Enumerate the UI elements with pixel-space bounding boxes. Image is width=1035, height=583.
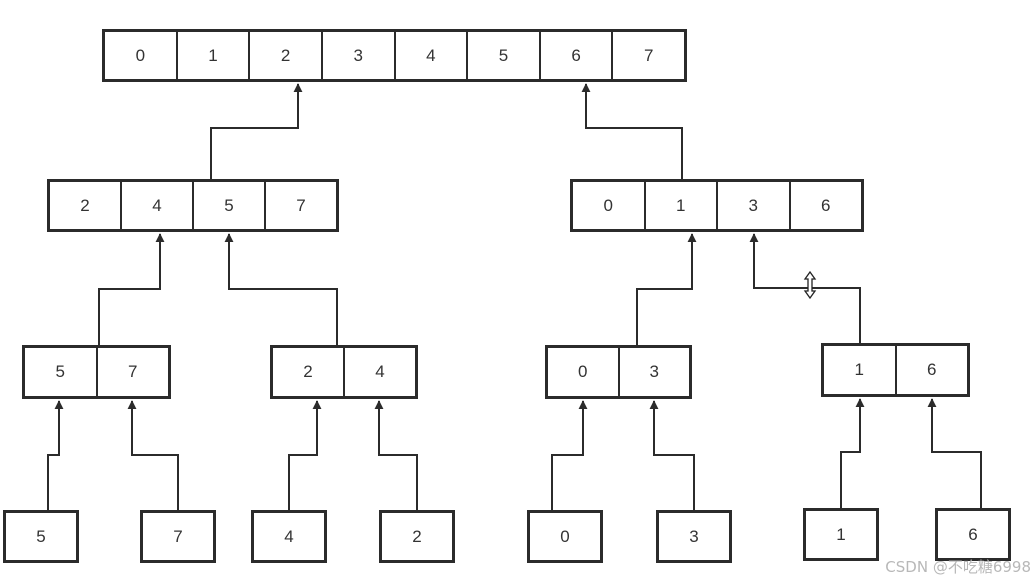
- level2-array: 2 4: [270, 345, 418, 399]
- leaf-box: 7: [140, 510, 216, 563]
- connector-arrow: [47, 400, 64, 510]
- level1-array-right: 0 1 3 6: [570, 179, 864, 232]
- array-cell: 7: [173, 526, 183, 546]
- array-cell: 4: [343, 348, 415, 396]
- leaf-box: 6: [935, 508, 1011, 561]
- connector-arrow: [98, 233, 165, 345]
- array-cell: 5: [192, 182, 264, 229]
- array-cell: 1: [836, 524, 846, 544]
- connector-arrow: [551, 400, 588, 510]
- array-cell: 5: [466, 32, 539, 79]
- connector-arrow: [581, 83, 683, 179]
- connector-arrow: [649, 400, 695, 510]
- connector-arrow: [636, 233, 697, 345]
- root-array: 0 1 2 3 4 5 6 7: [102, 29, 687, 82]
- leaf-box: 4: [251, 510, 327, 563]
- watermark: CSDN @不吃糖6998: [885, 558, 1031, 576]
- array-cell: 0: [135, 45, 146, 65]
- connector-arrow: [927, 398, 982, 508]
- array-cell: 3: [689, 526, 699, 546]
- array-cell: 6: [968, 524, 978, 544]
- array-cell: 5: [36, 526, 46, 546]
- array-cell: 0: [560, 526, 570, 546]
- level2-array: 5 7: [22, 345, 171, 399]
- array-cell: 2: [248, 32, 321, 79]
- array-cell: 4: [284, 526, 294, 546]
- array-cell: 3: [716, 182, 789, 229]
- array-cell: 4: [393, 32, 467, 79]
- level1-array-left: 2 4 5 7: [47, 179, 339, 232]
- resize-vertical-icon: [803, 271, 817, 299]
- array-cell: 0: [578, 362, 588, 381]
- array-cell: 1: [643, 182, 717, 229]
- array-cell: 5: [55, 362, 65, 381]
- array-cell: 0: [603, 195, 613, 215]
- leaf-box: 3: [656, 510, 732, 563]
- level2-array: 0 3: [545, 345, 692, 399]
- array-cell: 7: [264, 182, 336, 229]
- array-cell: 7: [611, 32, 684, 79]
- connector-arrow: [127, 400, 179, 510]
- array-cell: 6: [788, 182, 862, 229]
- array-cell: 1: [854, 360, 864, 379]
- connector-arrow: [840, 398, 865, 508]
- connector-arrow: [288, 400, 322, 510]
- array-cell: 2: [412, 526, 422, 546]
- connector-arrow: [749, 233, 861, 343]
- leaf-box: 0: [527, 510, 603, 563]
- connector-arrow: [224, 233, 338, 345]
- leaf-box: 1: [803, 508, 879, 561]
- leaf-box: 2: [379, 510, 455, 563]
- connector-arrow: [374, 400, 418, 510]
- connector-arrow: [210, 83, 303, 179]
- array-cell: 2: [80, 195, 90, 215]
- array-cell: 6: [538, 32, 612, 79]
- array-cell: 6: [894, 346, 968, 394]
- array-cell: 3: [320, 32, 394, 79]
- array-cell: 2: [303, 362, 313, 381]
- array-cell: 1: [175, 32, 249, 79]
- array-cell: 4: [120, 182, 192, 229]
- level2-array: 1 6: [821, 343, 970, 397]
- leaf-box: 5: [3, 510, 79, 563]
- array-cell: 3: [617, 348, 690, 396]
- array-cell: 7: [95, 348, 169, 396]
